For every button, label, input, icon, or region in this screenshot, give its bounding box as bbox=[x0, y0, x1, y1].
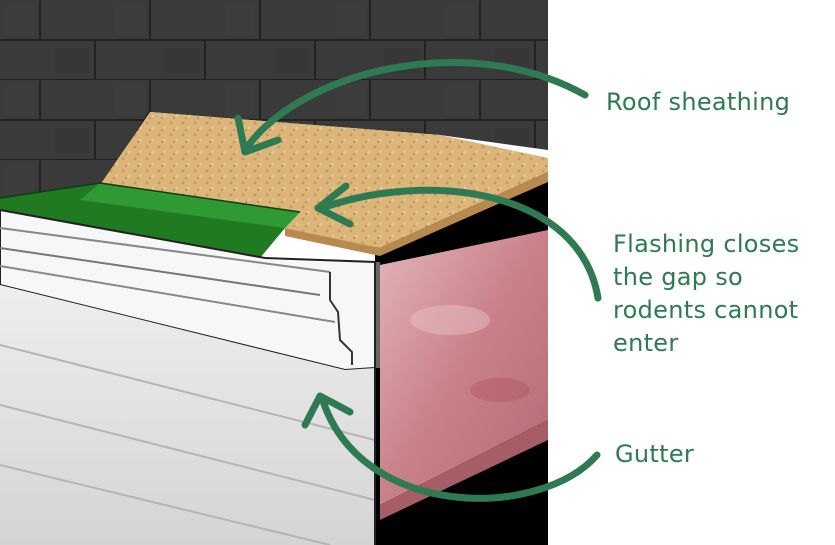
label-flashing-line-3: rodents cannot bbox=[613, 296, 799, 324]
arrow-gutter bbox=[301, 392, 601, 502]
green-flashing bbox=[0, 182, 301, 258]
roof-sheathing-board bbox=[100, 112, 548, 256]
label-roof-sheathing: Roof sheathing bbox=[606, 88, 791, 116]
arrow-flashing bbox=[314, 182, 602, 302]
arrow-roof-sheathing bbox=[234, 59, 589, 156]
wall-siding bbox=[0, 262, 376, 545]
label-flashing-line-4: enter bbox=[613, 329, 679, 357]
label-gutter: Gutter bbox=[615, 440, 695, 468]
label-flashing-line-2: the gap so bbox=[613, 263, 744, 291]
insulation-batt bbox=[380, 230, 548, 520]
label-flashing-line-1: Flashing closes bbox=[613, 230, 800, 258]
label-flashing: Flashing closes the gap so rodents canno… bbox=[613, 228, 799, 360]
